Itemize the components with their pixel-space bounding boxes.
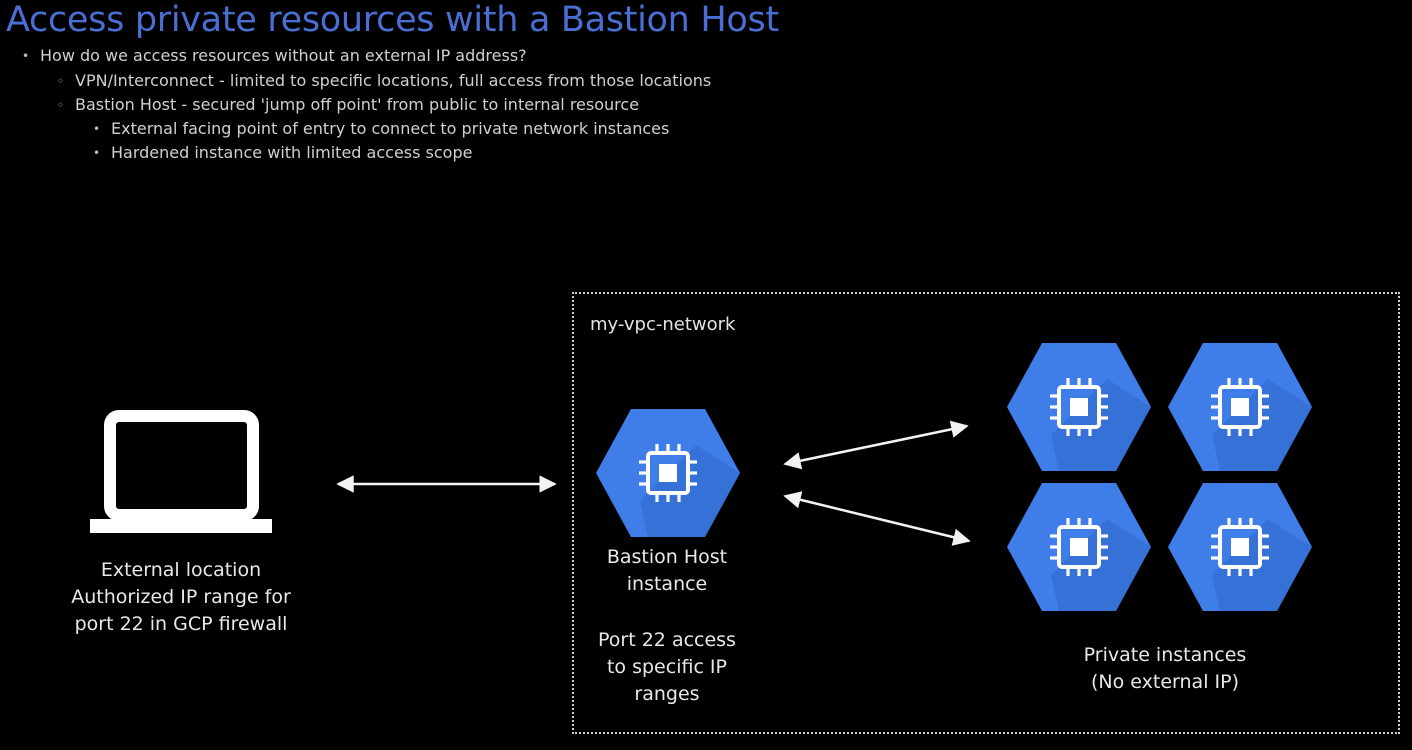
private-instance-icon [1007, 483, 1151, 611]
bullet-level2: ◦VPN/Interconnect - limited to specific … [57, 71, 712, 90]
bastion-access-note: to specific IP [606, 656, 727, 678]
private-instance-icon [1168, 343, 1312, 471]
private-instance-icon [1007, 343, 1151, 471]
bullet-text: How do we access resources without an ex… [40, 46, 527, 65]
private-instance-icon [1168, 483, 1312, 611]
bullet-text: External facing point of entry to connec… [111, 119, 670, 138]
bullet-level1: •How do we access resources without an e… [22, 46, 527, 65]
external-location-caption: External location [100, 559, 262, 581]
vpc-network-boundary [572, 292, 1400, 734]
bullet-level3: •Hardened instance with limited access s… [93, 143, 473, 162]
vpc-network-label: my-vpc-network [590, 314, 736, 335]
private-instances-caption: Private instances [1083, 644, 1247, 666]
external-location-caption: Authorized IP range for [71, 586, 291, 608]
bastion-host-icon [596, 409, 740, 537]
slide-title: Access private resources with a Bastion … [6, 0, 779, 40]
external-location-caption: port 22 in GCP firewall [74, 613, 288, 635]
bullet-level2: ◦Bastion Host - secured 'jump off point'… [57, 95, 640, 114]
bullet-text: Bastion Host - secured 'jump off point' … [75, 95, 640, 114]
connection-arrow-bastion-private-bottom [783, 491, 971, 546]
bullet-text: Hardened instance with limited access sc… [111, 143, 473, 162]
bastion-access-note: Port 22 access [598, 629, 736, 651]
bastion-host-label: instance [626, 573, 708, 595]
bastion-access-note: ranges [634, 683, 700, 705]
private-instances-caption: (No external IP) [1091, 671, 1239, 693]
laptop-icon [90, 410, 272, 533]
bastion-host-label: Bastion Host [606, 546, 728, 568]
bullet-level3: •External facing point of entry to conne… [93, 119, 670, 138]
bullet-text: VPN/Interconnect - limited to specific l… [75, 71, 712, 90]
connection-arrow-bastion-private-top [783, 420, 969, 470]
